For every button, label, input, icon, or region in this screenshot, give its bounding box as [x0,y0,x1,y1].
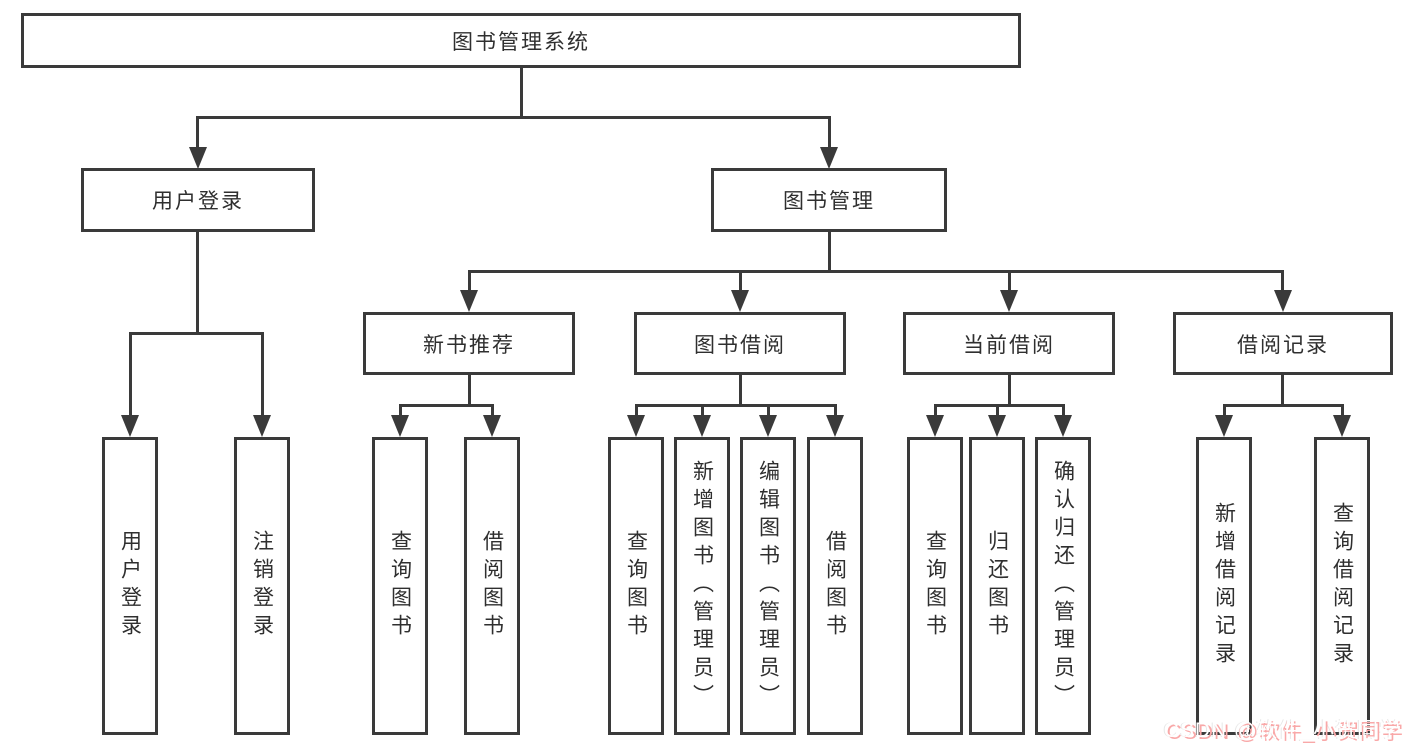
connector-line [767,404,770,417]
leaf-borrow-books-label: 借阅图书 [823,530,847,642]
connector-line [1281,270,1284,292]
connector-line [491,404,494,417]
arrow-down [1274,290,1292,312]
leaf-query-books-current-label: 查询图书 [923,530,947,642]
connector-line [129,332,263,335]
arrow-down [189,147,207,169]
node-book-borrow: 图书借阅 [634,312,846,375]
connector-line [996,404,999,417]
arrow-down [121,415,139,437]
node-current-borrow-label: 当前借阅 [963,333,1055,357]
leaf-query-borrow-record-label: 查询借阅记录 [1330,502,1354,670]
leaf-borrow-books: 借阅图书 [807,437,863,735]
connector-line [701,404,704,417]
leaf-query-books-recommend-label: 查询图书 [388,530,412,642]
node-new-book-recommend-label: 新书推荐 [423,333,515,357]
connector-line [834,404,837,417]
connector-line [1223,404,1344,407]
leaf-return-books: 归还图书 [969,437,1025,735]
connector-line [261,332,264,417]
arrow-down [693,415,711,437]
arrow-down [731,290,749,312]
connector-line [468,270,471,292]
connector-line [399,404,494,407]
leaf-add-borrow-record: 新增借阅记录 [1196,437,1252,735]
arrow-down [253,415,271,437]
leaf-user-login-label: 用户登录 [118,530,142,642]
connector-line [635,404,638,417]
connector-line [520,68,523,119]
leaf-confirm-return-admin-label: 确认归还（管理员） [1051,460,1075,712]
node-current-borrow: 当前借阅 [903,312,1115,375]
leaf-borrow-books-recommend-label: 借阅图书 [480,530,504,642]
arrow-down [391,415,409,437]
arrow-down [759,415,777,437]
connector-line [399,404,402,417]
leaf-add-borrow-record-label: 新增借阅记录 [1212,502,1236,670]
leaf-query-books-borrow-label: 查询图书 [624,530,648,642]
connector-line [468,373,471,406]
connector-line [1223,404,1226,417]
leaf-confirm-return-admin: 确认归还（管理员） [1035,437,1091,735]
connector-line [934,404,1065,407]
connector-line [739,373,742,406]
connector-line [196,116,199,150]
arrow-down [926,415,944,437]
node-root-label: 图书管理系统 [452,30,590,54]
watermark: CSDN @软件_小贺同学 [1163,719,1401,742]
leaf-borrow-books-recommend: 借阅图书 [464,437,520,735]
node-new-book-recommend: 新书推荐 [363,312,575,375]
node-user-login: 用户登录 [81,168,315,232]
leaf-edit-books-admin: 编辑图书（管理员） [740,437,796,735]
connector-line [739,270,742,292]
leaf-query-books-borrow: 查询图书 [608,437,664,735]
leaf-add-books-admin: 新增图书（管理员） [674,437,730,735]
leaf-query-books-recommend: 查询图书 [372,437,428,735]
node-book-borrow-label: 图书借阅 [694,333,786,357]
arrow-down [483,415,501,437]
leaf-user-login: 用户登录 [102,437,158,735]
node-book-management: 图书管理 [711,168,947,232]
leaf-edit-books-admin-label: 编辑图书（管理员） [756,460,780,712]
node-root: 图书管理系统 [21,13,1021,68]
connector-line [934,404,937,417]
connector-line [1341,404,1344,417]
node-user-login-label: 用户登录 [152,190,244,213]
connector-line [1008,373,1011,406]
arrow-down [627,415,645,437]
arrow-down [988,415,1006,437]
leaf-logout-label: 注销登录 [250,530,274,642]
leaf-query-borrow-record: 查询借阅记录 [1314,437,1370,735]
connector-line [635,404,837,407]
connector-line [196,232,199,334]
connector-line [468,270,1284,273]
arrow-down [1215,415,1233,437]
arrow-down [1333,415,1351,437]
arrow-down [820,147,838,169]
connector-line [1008,270,1011,292]
node-borrow-records-label: 借阅记录 [1237,333,1329,357]
arrow-down [1000,290,1018,312]
connector-line [1281,373,1284,406]
leaf-logout: 注销登录 [234,437,290,735]
connector-line [828,231,831,272]
connector-line [129,332,132,417]
connector-line [1062,404,1065,417]
leaf-return-books-label: 归还图书 [985,530,1009,642]
arrow-down [1054,415,1072,437]
arrow-down [460,290,478,312]
node-borrow-records: 借阅记录 [1173,312,1393,375]
leaf-query-books-current: 查询图书 [907,437,963,735]
connector-line [828,116,831,150]
leaf-add-books-admin-label: 新增图书（管理员） [690,460,714,712]
arrow-down [826,415,844,437]
node-book-management-label: 图书管理 [783,190,875,213]
connector-line [196,116,831,119]
